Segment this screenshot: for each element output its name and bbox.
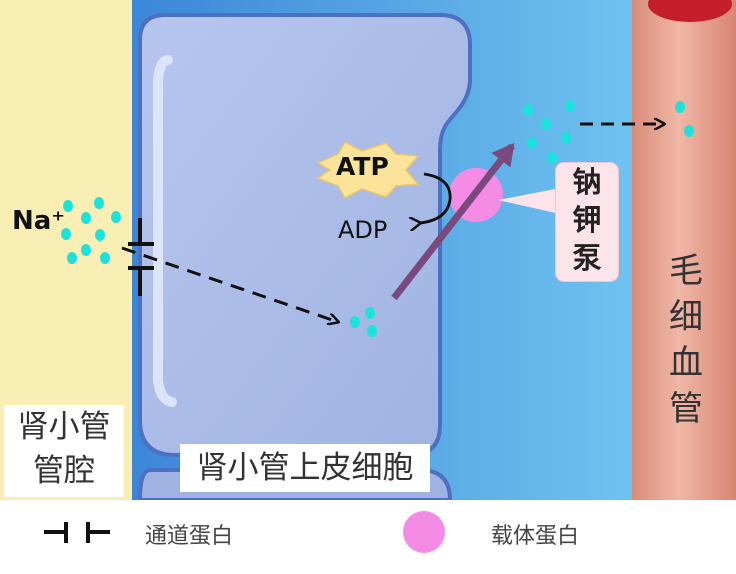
capillary-label-char: 细: [658, 294, 714, 340]
sodium-ion-label: Na⁺: [12, 206, 65, 236]
pump-label-char: 泵: [556, 239, 618, 277]
capillary-label-char: 管: [658, 386, 714, 432]
epithelial-cell-label: 肾小管上皮细胞: [180, 444, 430, 492]
epithelial-cell: [140, 15, 470, 455]
adp-label: ADP: [338, 216, 387, 244]
atp-label: ATP: [336, 152, 389, 181]
legend-channel-label: 通道蛋白: [145, 518, 233, 550]
legend-carrier-icon: [403, 511, 445, 553]
capillary-label: 毛 细 血 管: [658, 248, 714, 448]
pump-label-char: 钾: [556, 201, 618, 239]
lumen-label-line: 管腔: [4, 449, 124, 493]
capillary-label-char: 毛: [658, 248, 714, 294]
tubule-lumen-label: 肾小管 管腔: [4, 405, 124, 497]
pump-label-char: 钠: [556, 163, 618, 201]
legend-area: [0, 500, 736, 570]
sodium-potassium-pump-label: 钠 钾 泵: [556, 163, 618, 281]
legend-carrier-label: 载体蛋白: [491, 518, 579, 550]
lumen-label-line: 肾小管: [4, 405, 124, 449]
capillary-label-char: 血: [658, 340, 714, 386]
